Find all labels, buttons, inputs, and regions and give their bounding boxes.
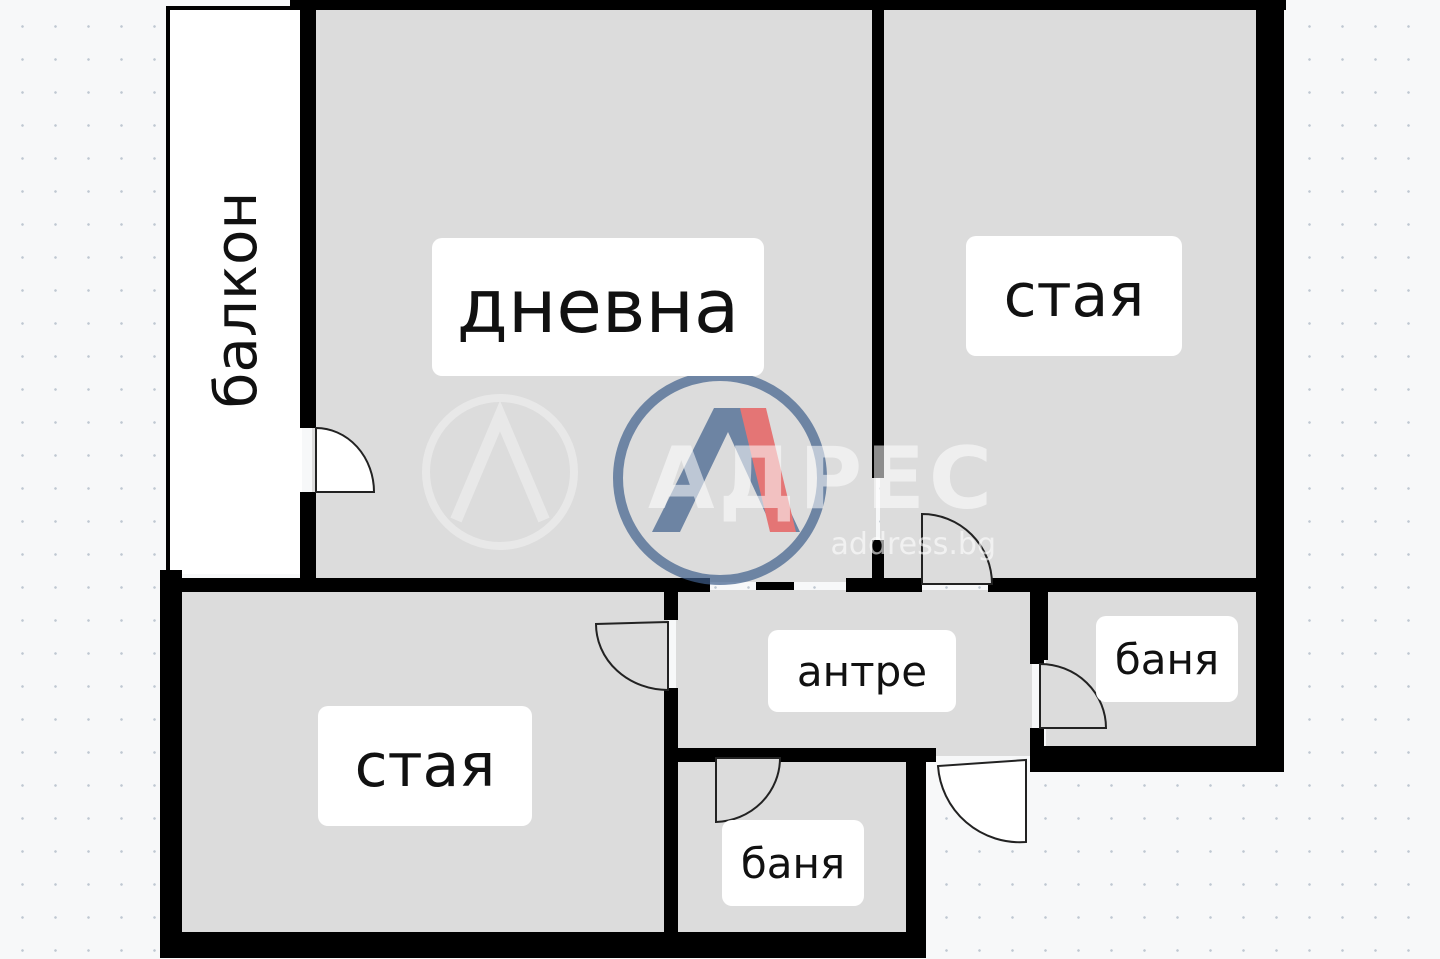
left-room-label: стая: [318, 706, 532, 826]
doors: [315, 426, 1108, 844]
wall-living-left-upper: [300, 0, 316, 428]
door-entrance: [936, 758, 1027, 844]
wall-mid-horizontal-left: [160, 578, 710, 592]
left-bath-label: баня: [722, 820, 864, 906]
wall-mid-horizontal-center: [756, 582, 794, 590]
door-right-bath: [1039, 662, 1108, 729]
door-right-room: [921, 512, 994, 585]
wall-balcony-left: [166, 6, 170, 576]
door-left-bath: [715, 757, 782, 824]
wall-center-vertical-lower: [872, 540, 884, 584]
wall-bath-right-bottom: [1030, 746, 1284, 772]
wall-mid-horizontal-far: [988, 578, 1268, 592]
door-balcony: [315, 426, 376, 493]
wall-mid-horizontal-right: [846, 578, 922, 592]
wall-center-vertical-upper: [872, 8, 884, 478]
wall-top: [290, 0, 1286, 10]
wall-bath-right-left: [1036, 590, 1048, 660]
wall-right-outer: [1256, 0, 1284, 772]
wall-left-room-right: [664, 590, 678, 620]
wall-left-outer: [160, 570, 182, 958]
right-room-label: стая: [966, 236, 1182, 356]
balcony-label-text: балкон: [202, 191, 270, 409]
wall-balcony-top: [166, 6, 302, 10]
door-left-room: [594, 620, 669, 692]
hall-label: антре: [768, 630, 956, 712]
walls: [160, 0, 1286, 958]
right-bath-label: баня: [1096, 616, 1238, 702]
wall-bottom: [160, 932, 924, 958]
wall-left-bath-right: [906, 752, 926, 958]
wall-living-left-lower: [300, 492, 316, 582]
balcony-area: [168, 8, 302, 574]
living-room-label: дневна: [432, 238, 764, 376]
wall-left-room-right-lower: [664, 688, 678, 934]
